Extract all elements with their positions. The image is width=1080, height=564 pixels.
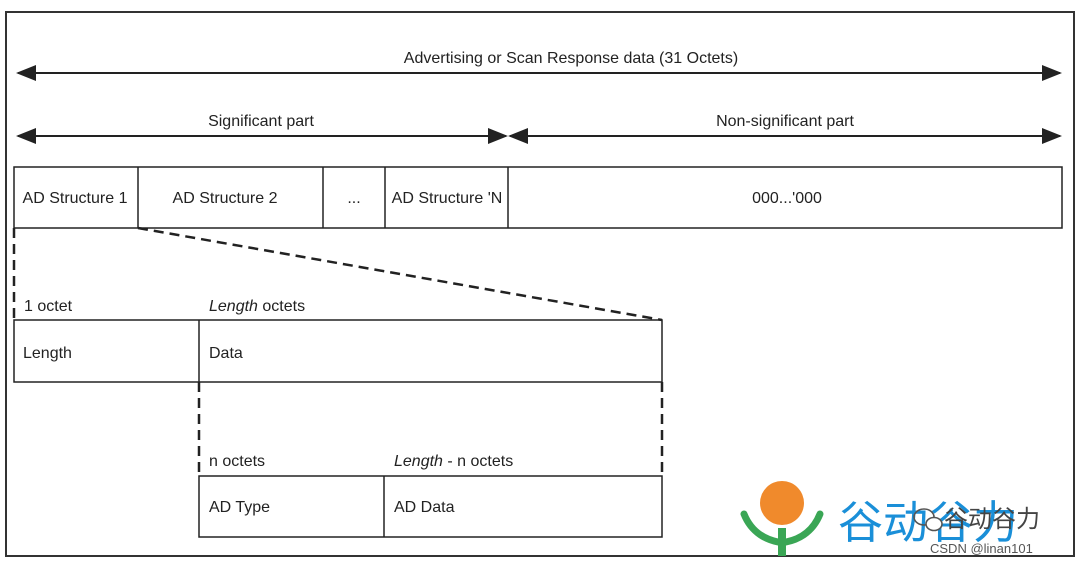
non-significant-part-label: Non-significant part [716, 113, 854, 130]
watermark: 谷动谷力 谷动谷力 CSDN @linan101 [740, 481, 1040, 556]
ad-structure-ellipsis: ... [347, 190, 360, 207]
csdn-credit: CSDN @linan101 [930, 541, 1033, 556]
ad-data-octets-label: Length - n octets [394, 453, 513, 470]
wechat-icon [913, 508, 943, 532]
zero-padding: 000...'000 [752, 190, 822, 207]
ad-structures-box [13, 166, 1063, 229]
brand-logo-icon [740, 481, 824, 556]
ad-type-field: AD Type [209, 499, 270, 516]
significant-part-label: Significant part [208, 113, 314, 130]
ad-structure-2: AD Structure 2 [173, 190, 278, 207]
ad-structure-detail: 1 octet Length octets Length Data [13, 298, 663, 383]
ad-data-field: AD Data [394, 499, 455, 516]
length-octets-label: 1 octet [24, 298, 73, 315]
wechat-account-label: 谷动谷力 [944, 505, 1040, 533]
parts-span: Significant part Non-significant part [16, 113, 1062, 144]
type-octets-label: n octets [209, 453, 265, 470]
ad-structure-n: AD Structure 'N [392, 190, 503, 207]
ad-structure-expansion-lines [12, 226, 663, 322]
length-data-box [13, 319, 663, 383]
ad-structures-row: AD Structure 1 AD Structure 2 ... AD Str… [13, 166, 1063, 229]
outer-frame [5, 11, 1075, 557]
type-data-box [198, 475, 663, 538]
data-detail: n octets Length - n octets AD Type AD Da… [198, 453, 663, 538]
data-field: Data [209, 345, 243, 362]
ad-structure-1: AD Structure 1 [23, 190, 128, 207]
total-length-span: Advertising or Scan Response data (31 Oc… [16, 50, 1062, 81]
total-length-label: Advertising or Scan Response data (31 Oc… [404, 50, 738, 67]
length-field: Length [23, 345, 72, 362]
data-octets-label: Length octets [209, 298, 305, 315]
